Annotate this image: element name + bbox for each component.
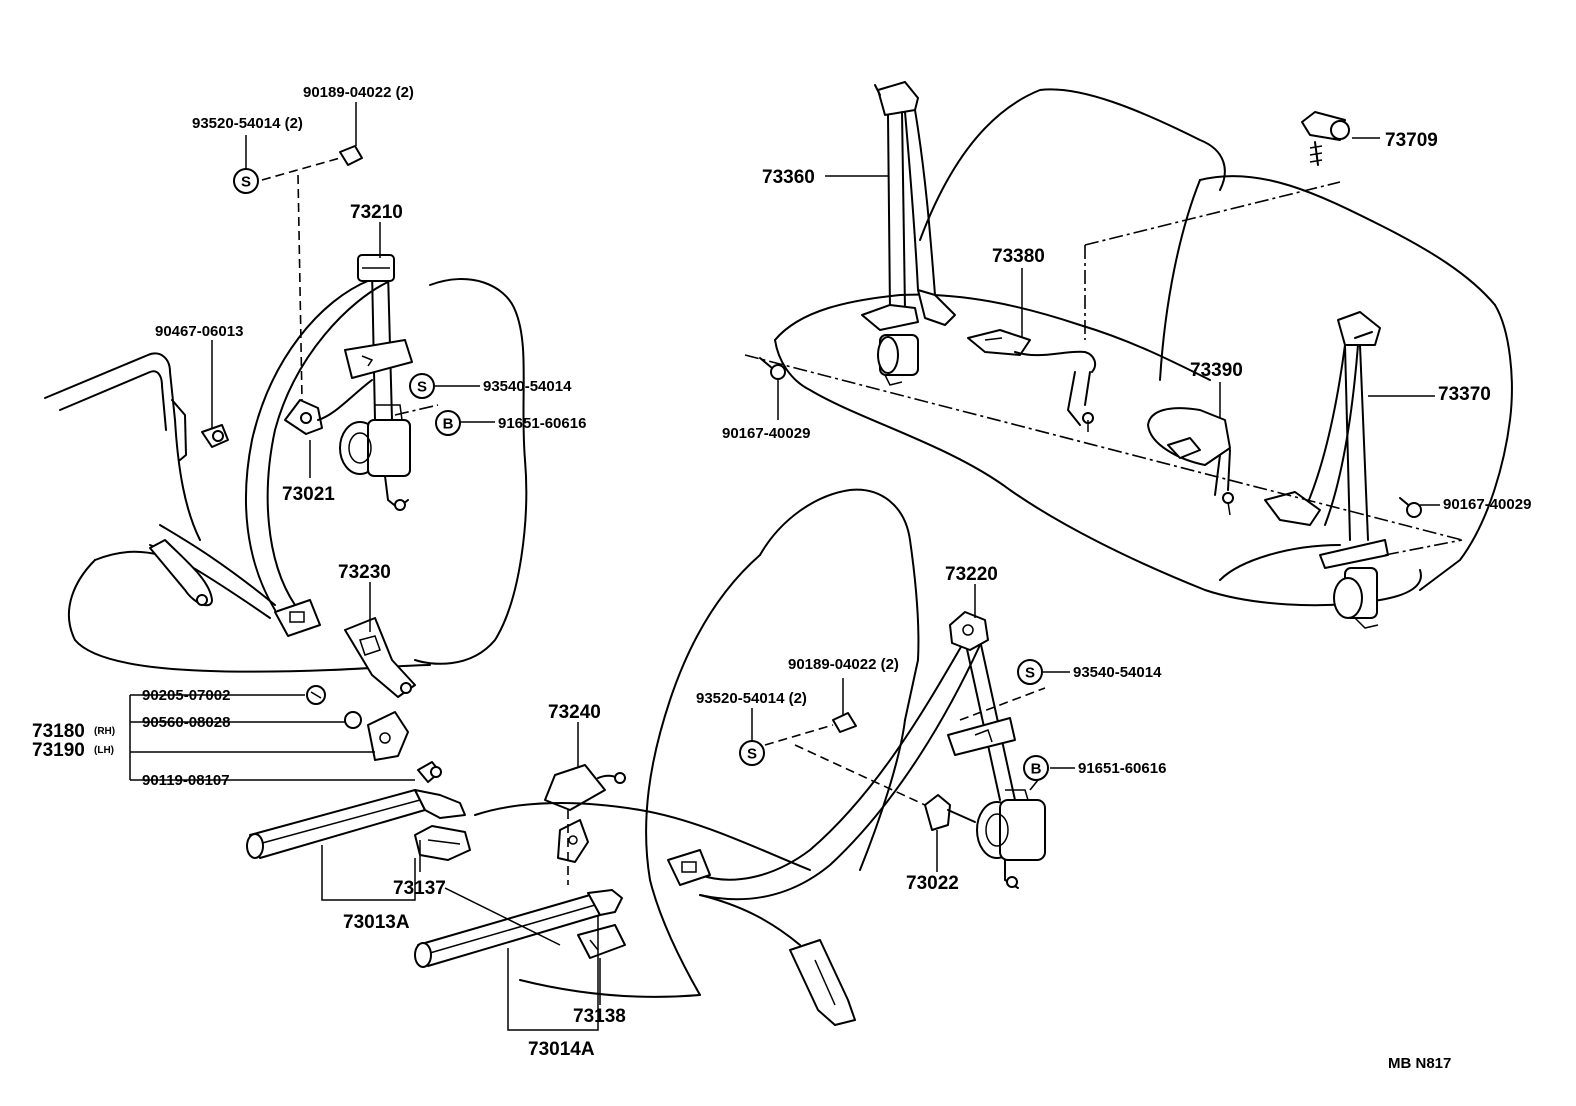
label-90205: 90205-07002	[142, 687, 230, 704]
part-belt-loop-right	[947, 717, 1016, 756]
ref-line-top-left	[261, 157, 341, 181]
label-73022: 73022	[906, 873, 959, 894]
part-90189-nut-mid	[832, 712, 857, 733]
label-73360: 73360	[762, 167, 815, 188]
label-73240: 73240	[548, 702, 601, 723]
symbol-s-right: S	[1017, 659, 1043, 685]
svg-text:S: S	[1025, 665, 1035, 682]
label-73230: 73230	[338, 562, 391, 583]
part-73021-bracket	[284, 379, 373, 435]
ref-line-mid-s-right	[959, 687, 1046, 721]
part-73137-cover	[414, 825, 471, 861]
part-73022-bracket	[924, 794, 976, 831]
label-73390: 73390	[1190, 360, 1243, 381]
ref-line-rear-top	[1084, 181, 1341, 246]
label-73190-side: (LH)	[94, 745, 114, 756]
label-73137: 73137	[393, 878, 446, 899]
label-73380: 73380	[992, 246, 1045, 267]
label-90467: 90467-06013	[155, 323, 243, 340]
label-90167-right: 90167-40029	[1443, 496, 1531, 513]
part-belt-loop	[344, 339, 413, 379]
ref-line-mid-diag	[794, 744, 926, 806]
part-73709-anchor	[1301, 111, 1350, 166]
label-93540-right: 93540-54014	[1073, 664, 1162, 681]
diagram-code: MB N817	[1388, 1055, 1451, 1072]
label-90167-left: 90167-40029	[722, 425, 810, 442]
label-93520-top: 93520-54014 (2)	[192, 115, 303, 132]
label-73210: 73210	[350, 202, 403, 223]
part-73013A-rail	[246, 789, 466, 859]
part-73220-guide	[949, 611, 989, 651]
part-73380-buckle	[967, 329, 1097, 432]
label-73180-side: (RH)	[94, 726, 115, 737]
part-tongue-plate-left	[274, 599, 321, 637]
label-90189-mid: 90189-04022 (2)	[788, 656, 899, 673]
label-73138: 73138	[573, 1006, 626, 1027]
svg-text:S: S	[747, 746, 757, 763]
ref-line-rear-right	[1384, 539, 1463, 556]
ref-line-mid-s	[764, 724, 834, 746]
part-90467-clip	[201, 424, 229, 448]
label-73190: 73190	[32, 740, 85, 761]
label-73013A: 73013A	[343, 912, 410, 933]
label-91651-right: 91651-60616	[1078, 760, 1166, 777]
svg-text:B: B	[1031, 761, 1042, 778]
ref-line-rear-lap	[744, 354, 1463, 541]
symbol-s-left: S	[409, 373, 435, 399]
label-73370: 73370	[1438, 384, 1491, 405]
right-seat-outline	[474, 488, 920, 998]
symbol-b-right: B	[1023, 755, 1049, 781]
part-left-retractor	[339, 404, 411, 511]
symbol-b-left: B	[435, 410, 461, 436]
part-73390-buckle	[1147, 407, 1234, 516]
svg-text:S: S	[417, 379, 427, 396]
leader-lines	[129, 102, 1440, 1031]
label-73180: 73180	[32, 721, 85, 742]
label-93540-left: 93540-54014	[483, 378, 572, 395]
ref-line-b-left	[394, 404, 439, 416]
part-73210-guide	[357, 254, 395, 282]
part-lower-anchor-right	[789, 939, 856, 1026]
label-73021: 73021	[282, 484, 335, 505]
ref-line-vertical-left	[297, 174, 303, 401]
part-73014A-rail	[414, 889, 623, 968]
ref-line-b-right	[1029, 779, 1039, 791]
label-93520-mid: 93520-54014 (2)	[696, 690, 807, 707]
part-73180-anchor-bracket	[306, 685, 442, 783]
symbol-s-top-left: S	[233, 168, 259, 194]
part-right-retractor	[976, 789, 1046, 889]
right-belt-webbing	[699, 639, 1016, 946]
part-73240-buckle	[544, 764, 626, 863]
svg-text:S: S	[241, 174, 251, 191]
part-73230-buckle	[344, 617, 416, 698]
part-tongue-plate-right	[667, 849, 711, 886]
label-73014A: 73014A	[528, 1039, 595, 1060]
part-73370-belt	[1264, 311, 1389, 629]
part-73138-cover	[577, 924, 626, 959]
part-lap-anchor-left	[149, 539, 213, 607]
part-90167-bolt-left	[759, 357, 786, 380]
label-91651-left: 91651-60616	[498, 415, 586, 432]
symbol-s-mid: S	[739, 740, 765, 766]
part-90167-bolt-right	[1399, 497, 1422, 518]
part-90189-nut-top	[339, 145, 363, 166]
label-73709: 73709	[1385, 130, 1438, 151]
label-90189-top: 90189-04022 (2)	[303, 84, 414, 101]
svg-text:B: B	[443, 416, 454, 433]
label-90560: 90560-08028	[142, 714, 230, 731]
part-73360-belt	[861, 81, 956, 386]
rear-seat-outline	[774, 88, 1513, 607]
label-73220: 73220	[945, 564, 998, 585]
label-90119: 90119-08107	[142, 772, 230, 789]
